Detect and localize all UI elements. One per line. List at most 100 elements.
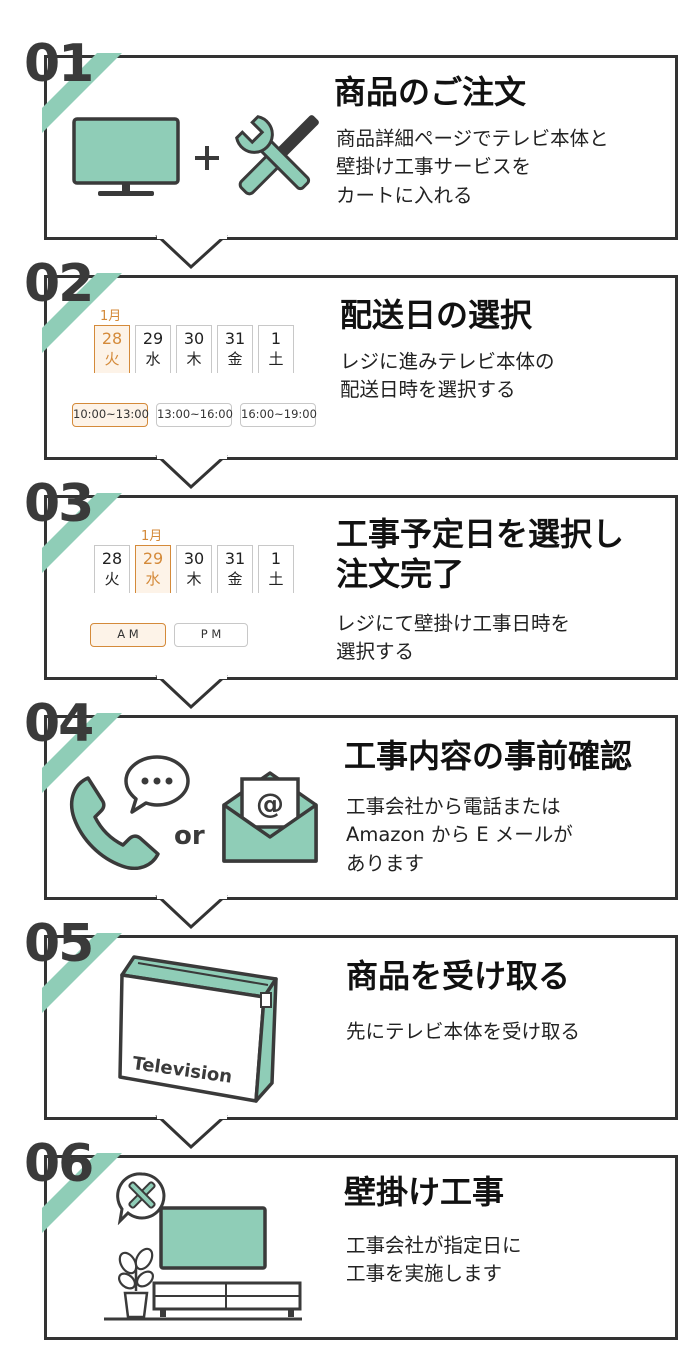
plus-icon (195, 146, 219, 170)
step-description: 先にテレビ本体を受け取る (346, 1018, 580, 1046)
step-5: Television (42, 933, 684, 1150)
calendar-day-selected[interactable]: 28 火 (94, 325, 130, 373)
calendar-day[interactable]: 30 木 (176, 545, 212, 593)
time-slot[interactable]: 16:00~19:00 (240, 403, 317, 427)
day-number: 1 (270, 329, 282, 348)
box-icon (118, 955, 278, 1103)
step-decoration (42, 1153, 122, 1233)
step-box (44, 715, 678, 900)
desc-line: 先にテレビ本体を受け取る (346, 1020, 581, 1043)
desc-line: 選択する (336, 640, 415, 664)
step-title: 工事予定日を選択し 注文完了 (336, 514, 624, 594)
weekday: 水 (145, 570, 161, 588)
time-slot[interactable]: 13:00~16:00 (156, 403, 233, 427)
day-number: 28 (101, 329, 123, 348)
step-description: 商品詳細ページでテレビ本体と 壁掛け工事サービスを カートに入れる (336, 125, 609, 210)
desc-line: レジにて壁掛け工事日時を (336, 612, 571, 635)
weekday: 金 (227, 570, 243, 588)
step-description: レジにて壁掛け工事日時を 選択する (336, 610, 570, 667)
step-decoration (42, 933, 228, 1150)
desc-line: 工事を実施します (346, 1262, 503, 1286)
weekday: 木 (186, 350, 202, 368)
desc-line: レジに進みテレビ本体の (340, 350, 555, 373)
step-title: 壁掛け工事 (344, 1172, 504, 1212)
calendar-day[interactable]: 28 火 (94, 545, 130, 593)
day-number: 30 (183, 549, 205, 568)
step-decoration (42, 53, 228, 270)
step-number: 03 (24, 474, 94, 534)
day-number: 29 (142, 329, 164, 348)
desc-line: 工事会社が指定日に (346, 1234, 522, 1257)
step-description: 工事会社が指定日に 工事を実施します (346, 1232, 522, 1289)
title-line: 壁掛け工事 (344, 1173, 505, 1211)
title-line: 注文完了 (336, 555, 465, 593)
step-number: 05 (24, 914, 94, 974)
desc-line: 配送日時を選択する (340, 378, 516, 402)
step-1 (42, 53, 684, 270)
weekday: 金 (227, 350, 243, 368)
step-decoration (42, 713, 228, 930)
step-title: 商品を受け取る (346, 956, 570, 996)
tools-badge-icon (116, 1172, 166, 1225)
day-number: 31 (224, 549, 246, 568)
title-line: 商品を受け取る (346, 957, 571, 995)
chat-bubble-icon (124, 755, 190, 814)
desc-line: カートに入れる (336, 183, 473, 207)
time-slot-selected[interactable]: A M (90, 623, 166, 647)
calendar-month: 1月 (141, 529, 163, 544)
svg-text:@: @ (256, 787, 284, 820)
step-number: 04 (24, 694, 94, 754)
title-line: 工事予定日を選択し (336, 515, 625, 553)
weekday: 木 (186, 570, 202, 588)
title-line: 配送日の選択 (340, 296, 533, 334)
step-number: 01 (24, 34, 94, 94)
tv-icon (72, 117, 180, 196)
calendar-day[interactable]: 30 木 (176, 325, 212, 373)
tools-icon (235, 115, 319, 196)
weekday: 火 (104, 350, 120, 368)
step-title: 工事内容の事前確認 (344, 736, 632, 776)
step-6 (42, 1153, 684, 1340)
day-number: 28 (101, 549, 123, 568)
step-number: 06 (24, 1134, 94, 1194)
calendar-month: 1月 (100, 309, 122, 324)
day-number: 29 (142, 549, 164, 568)
weekday: 土 (268, 570, 284, 588)
step-title: 配送日の選択 (340, 295, 532, 335)
weekday: 火 (104, 570, 120, 588)
desc-line: 工事会社から電話または (346, 795, 561, 818)
day-number: 30 (183, 329, 205, 348)
day-number: 31 (224, 329, 246, 348)
title-line: 商品のご注文 (334, 73, 527, 111)
or-label: or (174, 821, 205, 851)
phone-icon (69, 776, 160, 870)
calendar-day[interactable]: 29 水 (135, 325, 171, 373)
time-slot[interactable]: P M (174, 623, 248, 647)
weekday: 水 (145, 350, 161, 368)
calendar-day-selected[interactable]: 29 水 (135, 545, 171, 593)
step-number: 02 (24, 254, 94, 314)
step-4: or @ (42, 713, 684, 930)
desc-line: 商品詳細ページでテレビ本体と (336, 127, 609, 150)
step-decoration (42, 493, 228, 710)
weekday: 土 (268, 350, 284, 368)
time-slot-selected[interactable]: 10:00~13:00 (72, 403, 149, 427)
step-title: 商品のご注文 (334, 72, 526, 112)
plant-icon (118, 1247, 154, 1319)
desc-line: 壁掛け工事サービスを (336, 155, 532, 179)
calendar-day[interactable]: 31 金 (217, 325, 253, 373)
calendar-day[interactable]: 31 金 (217, 545, 253, 593)
tv-stand-icon (104, 1281, 302, 1321)
title-line: 工事内容の事前確認 (344, 737, 633, 775)
desc-line: Amazon から E メールが (346, 823, 573, 847)
step-decoration (42, 273, 228, 490)
step-description: 工事会社から電話または Amazon から E メールが あります (346, 793, 573, 878)
wall-tv-icon (159, 1206, 267, 1270)
envelope-icon: @ (222, 771, 318, 863)
step-description: レジに進みテレビ本体の 配送日時を選択する (340, 348, 555, 405)
desc-line: あります (346, 851, 425, 875)
